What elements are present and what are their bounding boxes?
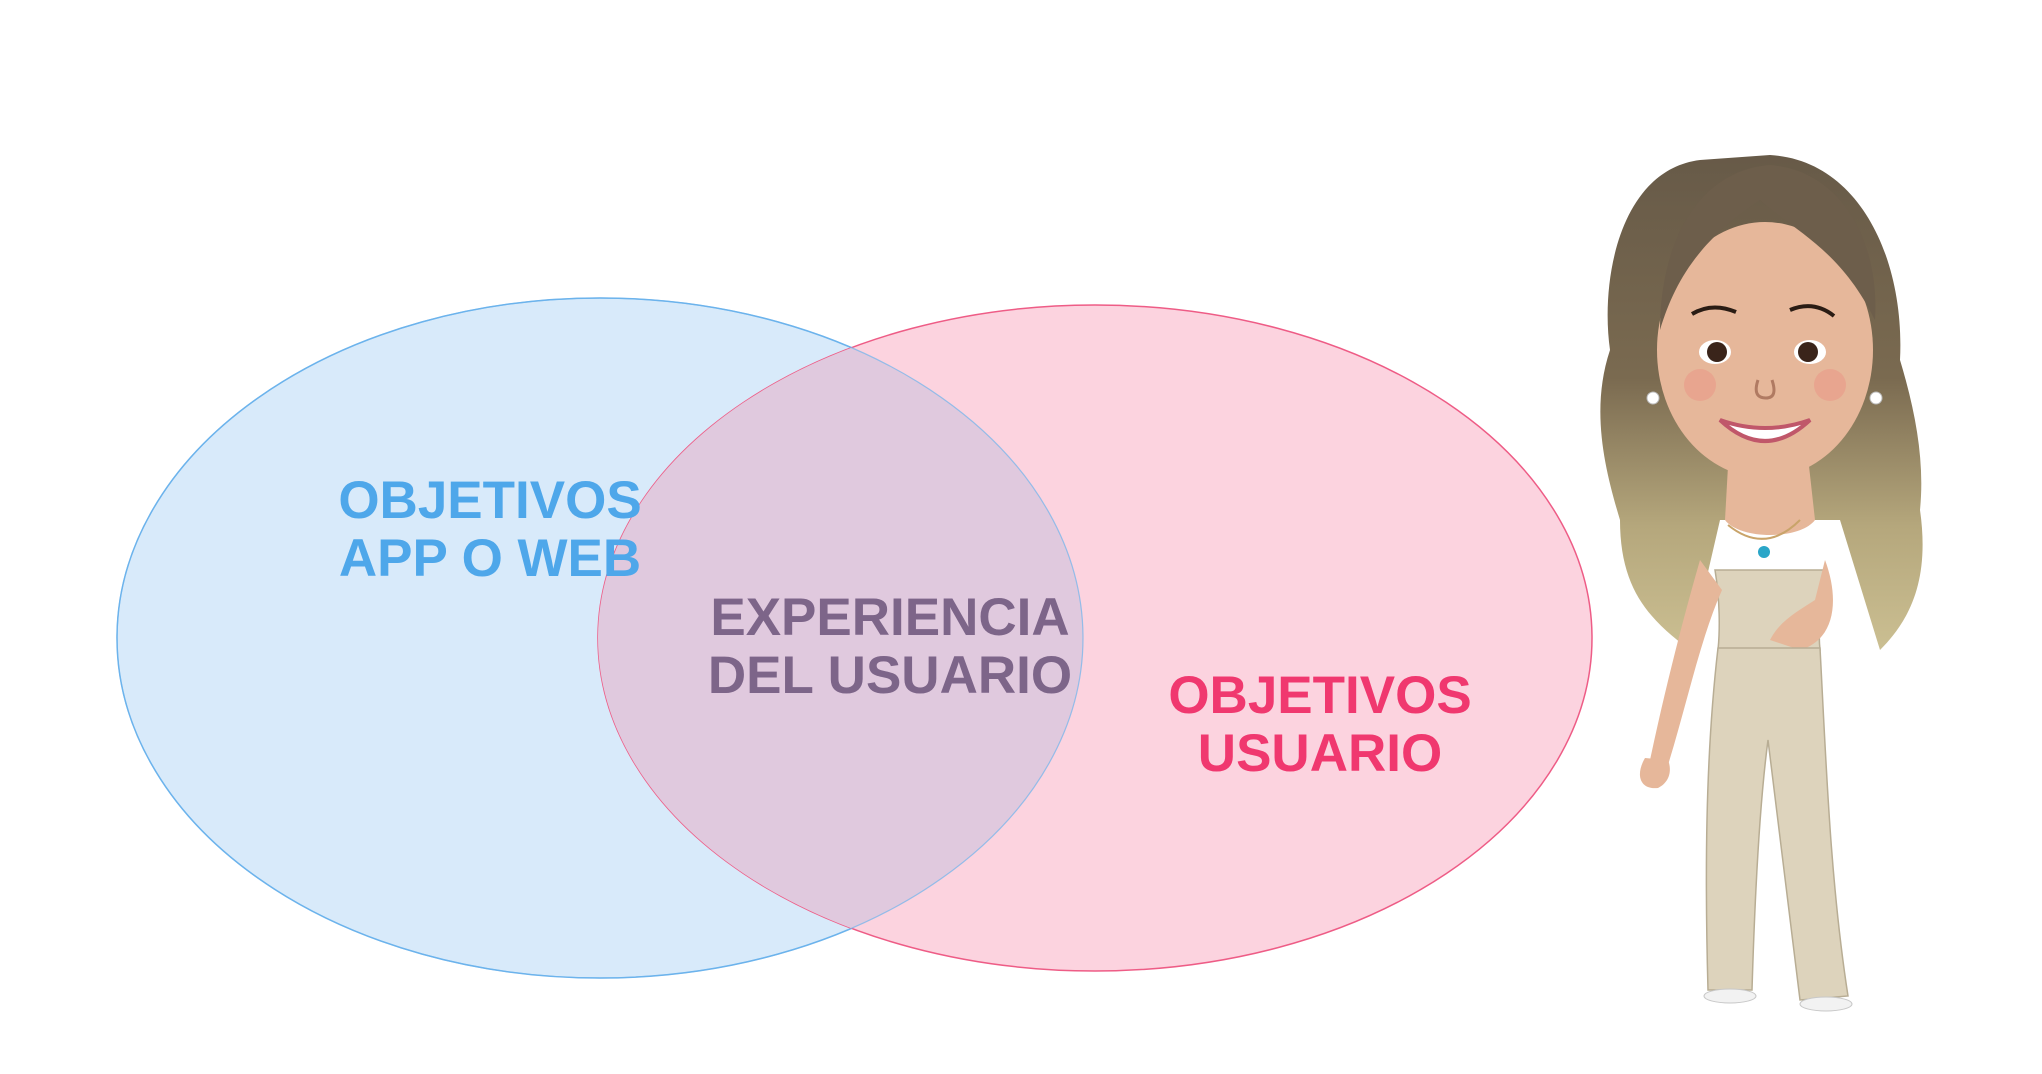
right-set-label-line-2: USUARIO [1110, 725, 1530, 783]
pants [1706, 648, 1848, 1000]
right-earring [1870, 392, 1882, 404]
left-set-label-line-1: OBJETIVOS [280, 472, 700, 530]
left-pupil [1707, 342, 1727, 362]
left-hand [1640, 758, 1670, 788]
right-shoe [1800, 997, 1852, 1011]
left-cheek [1684, 369, 1716, 401]
left-set-label-line-2: APP O WEB [280, 530, 700, 588]
intersection-label-line-1: EXPERIENCIA [680, 589, 1100, 647]
right-set-label-line-1: OBJETIVOS [1110, 667, 1530, 725]
intersection-label: EXPERIENCIA DEL USUARIO [680, 589, 1100, 705]
left-earring [1647, 392, 1659, 404]
intersection-label-line-2: DEL USUARIO [680, 647, 1100, 705]
left-shoe [1704, 989, 1756, 1003]
right-cheek [1814, 369, 1846, 401]
right-set-label: OBJETIVOS USUARIO [1110, 667, 1530, 783]
right-pupil [1798, 342, 1818, 362]
left-set-label: OBJETIVOS APP O WEB [280, 472, 700, 588]
cartoon-woman-illustration [1600, 155, 1922, 1011]
necklace-pendant [1758, 546, 1770, 558]
